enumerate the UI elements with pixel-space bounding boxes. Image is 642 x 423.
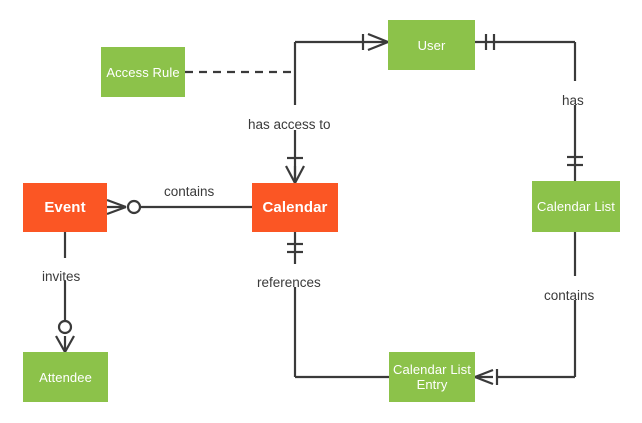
entity-calendar[interactable]: Calendar <box>252 183 338 232</box>
entity-event[interactable]: Event <box>23 183 107 232</box>
cardinality-event-zero-or-many <box>106 198 142 216</box>
entity-attendee[interactable]: Attendee <box>23 352 108 402</box>
entity-calendar-list-entry[interactable]: Calendar List Entry <box>389 352 475 402</box>
cardinality-user-many <box>361 32 389 52</box>
entity-event-label: Event <box>44 199 86 216</box>
entity-calendar-list[interactable]: Calendar List <box>532 181 620 232</box>
cardinality-user-one-and-only-one <box>484 34 496 50</box>
cardinality-calendarlist-one-and-only-one <box>567 155 583 167</box>
entity-attendee-label: Attendee <box>39 369 92 385</box>
edge-label-has-access-to: has access to <box>248 117 331 132</box>
cardinality-calendar-access-many <box>285 156 305 184</box>
entity-calendar-list-entry-label: Calendar List Entry <box>393 362 471 392</box>
cardinality-attendee-zero-or-many <box>55 319 75 353</box>
entity-access-rule-label: Access Rule <box>106 64 180 80</box>
edge-label-references: references <box>257 275 321 290</box>
entity-calendar-list-label: Calendar List <box>537 199 615 214</box>
entity-user-label: User <box>417 37 446 53</box>
edge-label-contains-list-entry: contains <box>544 288 595 303</box>
edge-label-contains-event-calendar: contains <box>164 184 215 199</box>
entity-user[interactable]: User <box>388 20 475 70</box>
entity-calendar-label: Calendar <box>262 199 328 216</box>
entity-access-rule[interactable]: Access Rule <box>101 47 185 97</box>
cardinality-cle-one-or-many <box>474 368 499 386</box>
edge-label-invites: invites <box>42 269 81 284</box>
edge-label-has: has <box>562 93 584 108</box>
